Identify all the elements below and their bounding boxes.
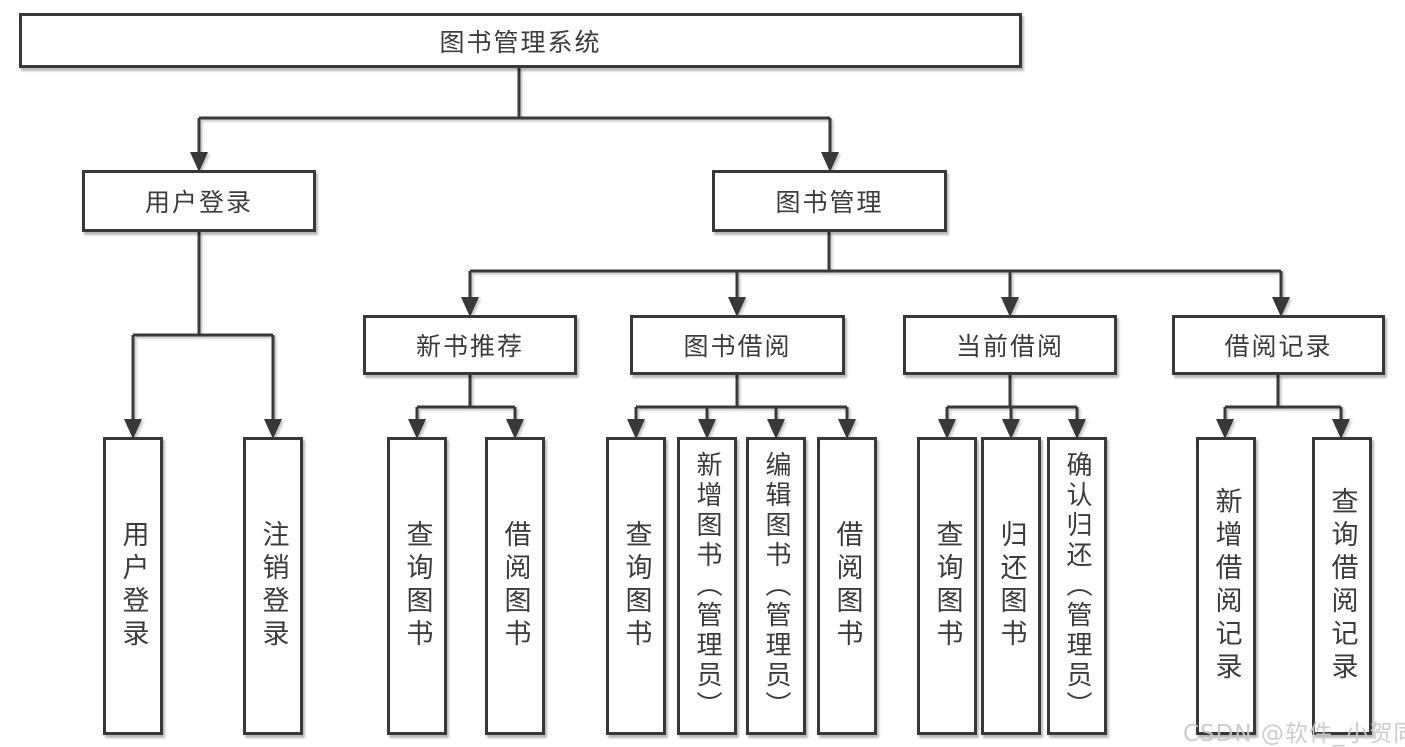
leaf-logout: 注销登录 bbox=[243, 437, 303, 735]
csdn-watermark: CSDN @软件_小贺同学 bbox=[1183, 721, 1405, 747]
leaf-label: 用户登录 bbox=[117, 520, 149, 652]
leaf-label: 查询图书 bbox=[931, 520, 963, 652]
leaf-label: 新增借阅记录 bbox=[1210, 487, 1242, 685]
node-new-book-recommend: 新书推荐 bbox=[363, 315, 577, 375]
leaf-label: 查询借阅记录 bbox=[1326, 487, 1358, 685]
leaf-label: 新增图书（管理员） bbox=[692, 451, 722, 721]
leaf-add-borrow-record: 新增借阅记录 bbox=[1196, 437, 1256, 735]
leaf-label: 借阅图书 bbox=[831, 520, 863, 652]
leaf-confirm-return-admin: 确认归还（管理员） bbox=[1047, 437, 1107, 735]
node-library-management-system: 图书管理系统 bbox=[19, 13, 1022, 68]
leaf-label: 借阅图书 bbox=[499, 520, 531, 652]
node-label: 用户登录 bbox=[144, 188, 253, 217]
leaf-label: 确认归还（管理员） bbox=[1062, 451, 1092, 721]
leaf-user-login: 用户登录 bbox=[103, 437, 163, 735]
node-current-borrow: 当前借阅 bbox=[903, 315, 1117, 375]
leaf-label: 注销登录 bbox=[257, 520, 289, 652]
node-user-login: 用户登录 bbox=[82, 170, 316, 232]
leaf-label: 查询图书 bbox=[401, 520, 433, 652]
leaf-query-borrow-record: 查询借阅记录 bbox=[1312, 437, 1372, 735]
node-label: 图书管理 bbox=[775, 188, 884, 217]
node-label: 图书借阅 bbox=[683, 332, 792, 361]
leaf-edit-book-admin: 编辑图书（管理员） bbox=[746, 437, 806, 735]
leaf-add-book-admin: 新增图书（管理员） bbox=[677, 437, 737, 735]
node-borrow-records: 借阅记录 bbox=[1172, 315, 1385, 375]
node-book-borrow: 图书借阅 bbox=[630, 315, 845, 375]
node-label: 图书管理系统 bbox=[439, 27, 602, 57]
leaf-query-book-borrow: 查询图书 bbox=[606, 437, 666, 735]
node-label: 当前借阅 bbox=[955, 332, 1064, 361]
leaf-borrow-book: 借阅图书 bbox=[817, 437, 877, 735]
leaf-label: 归还图书 bbox=[995, 520, 1027, 652]
leaf-borrow-book-recommend: 借阅图书 bbox=[485, 437, 545, 735]
leaf-query-book-recommend: 查询图书 bbox=[387, 437, 447, 735]
leaf-label: 查询图书 bbox=[620, 520, 652, 652]
node-book-management: 图书管理 bbox=[712, 170, 947, 232]
leaf-return-book: 归还图书 bbox=[981, 437, 1041, 735]
node-label: 借阅记录 bbox=[1224, 332, 1333, 361]
node-label: 新书推荐 bbox=[415, 332, 524, 361]
leaf-query-book-current: 查询图书 bbox=[917, 437, 977, 735]
leaf-label: 编辑图书（管理员） bbox=[761, 451, 791, 721]
